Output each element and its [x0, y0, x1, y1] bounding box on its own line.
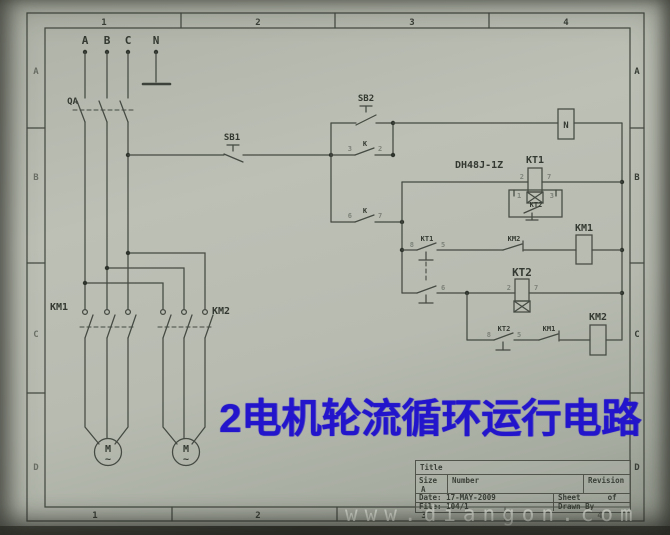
neutral-fuse-box [557, 108, 575, 140]
sb2-label: SB2 [358, 94, 374, 104]
border-col-2-bottom: 2 [255, 511, 260, 521]
border-col-4-top: 4 [563, 18, 569, 28]
km2-main-label: KM2 [212, 306, 230, 317]
kt2-coil-terminal-right: 7 [534, 284, 538, 292]
kt2-contact-label: KT2 [498, 325, 511, 333]
kt1-timer-coil: DH48J-1Z KT1 2 7 [401, 155, 623, 204]
border-col-1-bottom: 1 [92, 511, 97, 521]
file-cell: File: 104/1 [416, 503, 554, 511]
k-bottom-terminal-left: 6 [348, 212, 352, 220]
border-row-b-right: B [634, 173, 640, 183]
start-branch: SB2 K 3 2 [328, 94, 396, 223]
km2-coil-label: KM2 [589, 312, 607, 323]
kt1-coil-terminal-left: 2 [520, 173, 524, 181]
sheet-cell: Sheet of [558, 493, 617, 502]
revision-cell: Revision [588, 476, 625, 485]
motor-2-wave: ~ [183, 454, 189, 465]
mains-junctions [82, 250, 131, 286]
number-cell: Number [448, 475, 584, 493]
km1-nc-label: KM1 [543, 325, 556, 333]
title-block-title-row: Title [416, 461, 630, 475]
sb1-button: SB1 [125, 133, 332, 163]
border-col-4-bottom: 4 [597, 511, 603, 521]
socket-terminal-1: 1 [517, 192, 521, 200]
border-col-1-top: 1 [101, 18, 106, 28]
border-col-3-bottom: 3 [421, 511, 426, 521]
motor-2: M ~ [162, 337, 206, 467]
kt2-contact-no: 5 [517, 331, 521, 339]
km1-main-label: KM1 [50, 302, 68, 313]
km1-coil-label: KM1 [575, 223, 593, 234]
kt1-contact-common: 8 [410, 241, 414, 249]
k-contact-top [330, 122, 394, 156]
date-cell: Date: 17-MAY-2009 [416, 494, 554, 502]
motor-1: M ~ [84, 337, 129, 467]
k-top-terminal-right: 2 [378, 145, 382, 153]
kt2-contact-common: 8 [487, 331, 491, 339]
title-block: Title Size A Number Revision Date: 17-MA… [415, 460, 631, 513]
kt1-contact-no: 5 [441, 241, 445, 249]
kt2-coil-terminal-left: 2 [507, 284, 511, 292]
km2-nc-label: KM2 [508, 235, 521, 243]
kt1-contact-nc: 6 [441, 284, 445, 292]
qa-label: QA [67, 97, 78, 107]
border-row-d-left: D [33, 463, 39, 473]
size-label: Size [419, 476, 438, 485]
k-top-label: K [363, 140, 368, 148]
drawn-by-cell: Drawn By [558, 502, 595, 511]
k-bottom-label: K [363, 207, 368, 215]
k-contact-bottom: K 6 7 [330, 207, 405, 225]
title-label: Title [420, 463, 443, 472]
neutral-box-label: N [563, 121, 568, 131]
watermark-text: www.diangon.com [345, 502, 640, 526]
timer-model-label: DH48J-1Z [455, 160, 503, 171]
km1-main-contacts: KM1 [50, 302, 137, 339]
sb1-label: SB1 [224, 133, 240, 143]
kt1-coil-label: KT1 [526, 155, 544, 166]
border-col-2-top: 2 [255, 18, 260, 28]
border-row-c-right: C [634, 330, 639, 340]
border-frame [26, 12, 645, 522]
k-bottom-terminal-right: 7 [378, 212, 382, 220]
mains-wiring [84, 121, 206, 310]
border-row-c-left: C [33, 330, 38, 340]
phase-a-label: A [82, 34, 89, 47]
kt2-coil-branch: 6 KT2 2 7 [401, 266, 623, 313]
km2-coil-branch: KT2 8 5 KM1 KM2 [466, 292, 623, 356]
border-col-3-top: 3 [409, 18, 414, 28]
border-row-a-left: A [33, 67, 39, 77]
phase-bus: A B C N [82, 34, 172, 99]
km2-main-contacts: KM2 [157, 306, 230, 339]
kt1-contact-label: KT1 [421, 235, 434, 243]
sb2-button [330, 105, 394, 126]
border-labels: 1 2 3 4 1 2 3 4 A B C D A B C D [33, 18, 640, 521]
photo-bottom-edge [0, 526, 670, 535]
border-row-b-left: B [33, 173, 39, 183]
k-top-terminal-left: 3 [348, 145, 352, 153]
circuit-caption: 2电机轮流循环运行电路 [219, 397, 642, 441]
socket-terminal-3: 3 [550, 192, 554, 200]
phase-b-label: B [104, 34, 111, 47]
kt2-coil-label: KT2 [512, 266, 532, 279]
neutral-label: N [153, 34, 160, 47]
border-row-a-right: A [634, 67, 640, 77]
kt1-coil-terminal-right: 7 [547, 173, 551, 181]
motor-2-letter: M [183, 444, 189, 455]
size-value: A [421, 485, 426, 494]
kt1-socket-box: 1 3 KT2 [508, 189, 563, 221]
motor-1-letter: M [105, 444, 111, 455]
qa-breaker: QA [67, 97, 135, 123]
km1-coil-branch: KT1 8 5 KM2 KM1 [399, 223, 623, 265]
border-row-d-right: D [634, 463, 640, 473]
motor-1-wave: ~ [105, 454, 111, 465]
phase-c-label: C [125, 34, 132, 47]
neutral-rail: N [392, 108, 625, 341]
socket-kt2-label: KT2 [530, 201, 543, 209]
size-cell: Size A [416, 475, 448, 494]
